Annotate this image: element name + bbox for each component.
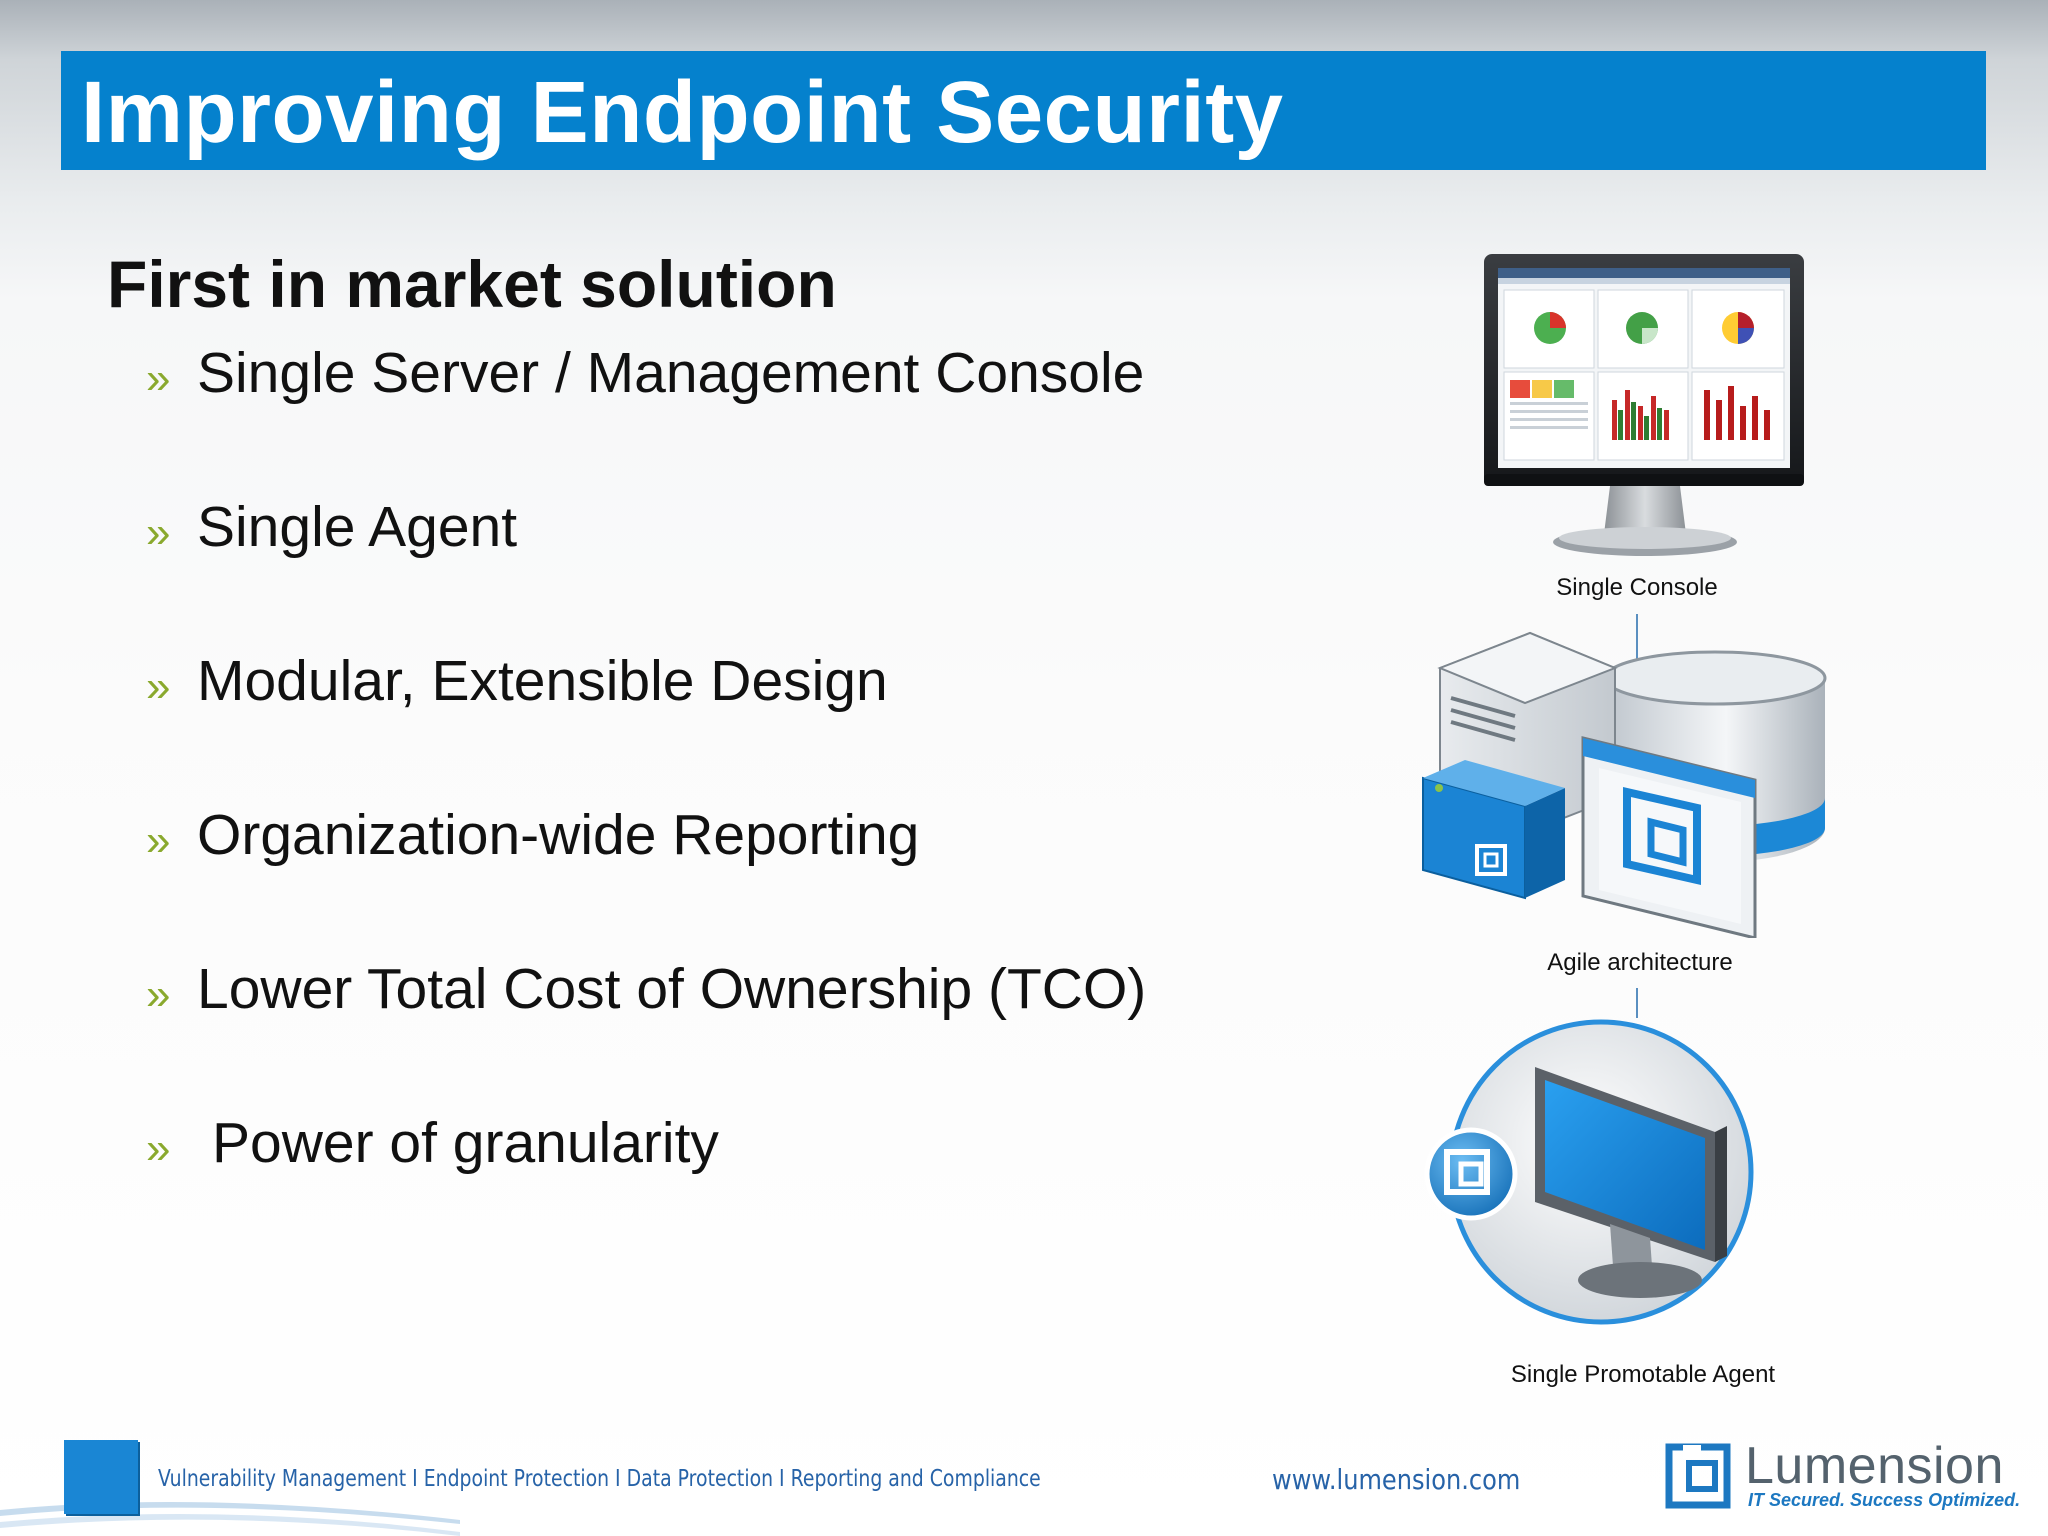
caption-agile-architecture: Agile architecture [1547,949,1733,976]
connector-line [1636,614,1638,676]
connector-line [1636,988,1638,1018]
bullet-marker: » [146,354,171,403]
section-heading: First in market solution [107,247,837,321]
bullet-marker: » [146,662,171,711]
footer-brand-square [64,1440,138,1514]
server-database-illustration [1422,631,1827,938]
lumension-logo-icon [1665,1443,1731,1509]
monitor-dashboard-illustration [1484,254,1804,556]
bullet-marker: » [146,816,171,865]
caption-single-promotable-agent: Single Promotable Agent [1510,1361,1776,1388]
logo-wordmark: Lumension [1745,1437,2004,1495]
bullet-text: Single Server / Management Console [197,341,1145,405]
logo-tagline: IT Secured. Success Optimized. [1748,1490,2021,1510]
bullet-text: Single Agent [197,495,518,559]
caption-single-console: Single Console [1556,574,1718,601]
bullet-text: Organization-wide Reporting [197,803,920,867]
agent-illustration [1424,1019,1754,1325]
bullet-text: Modular, Extensible Design [197,649,888,713]
footer-tagline: Vulnerability Management I Endpoint Prot… [158,1466,1041,1492]
title-bar: Improving Endpoint Security [61,51,1986,170]
footer-url-link[interactable]: www.lumension.com [1272,1463,1521,1496]
slide-title: Improving Endpoint Security [81,64,1284,161]
bullet-marker: » [146,1124,171,1173]
bullet-marker: » [146,970,171,1019]
bullet-text: Power of granularity [212,1111,719,1175]
bullet-marker: » [146,508,171,557]
bullet-text: Lower Total Cost of Ownership (TCO) [197,957,1147,1021]
